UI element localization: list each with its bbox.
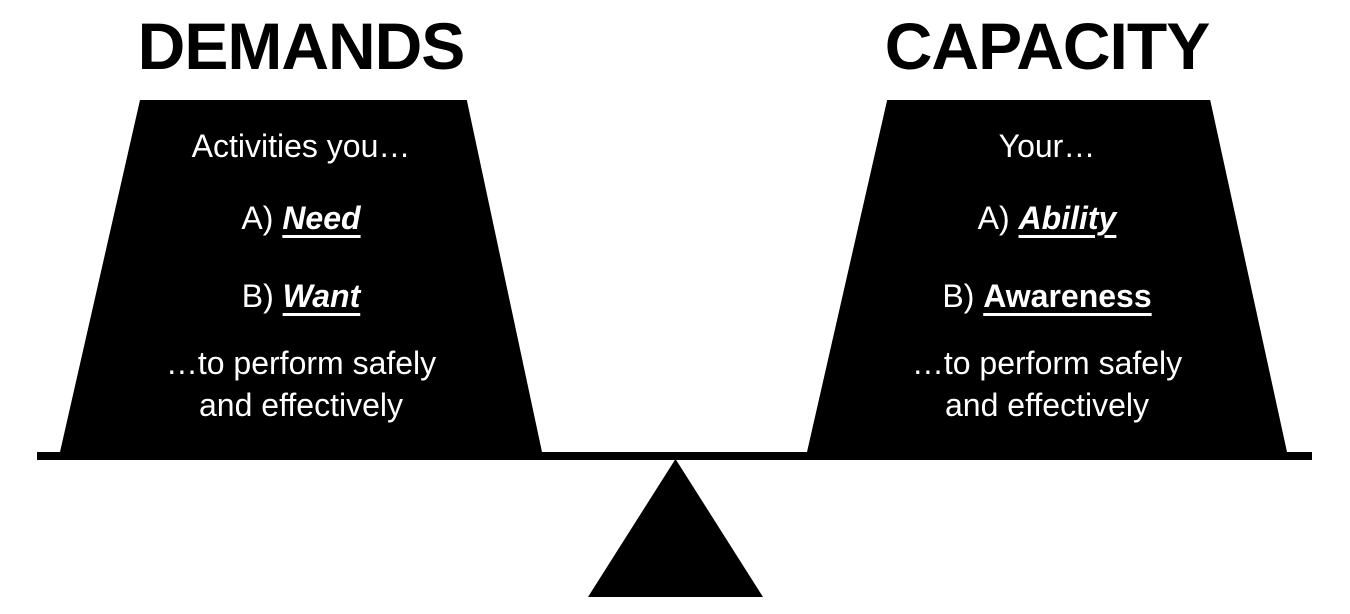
balance-beam [37, 452, 1312, 460]
item-prefix: A) [241, 200, 274, 236]
item-label: Ability [1018, 200, 1117, 236]
outro-line-2: and effectively [199, 387, 403, 423]
capacity-item-awareness: B) Awareness [807, 278, 1287, 314]
outro-line-1: …to perform safely [911, 345, 1183, 381]
outro-line-1: …to perform safely [165, 345, 437, 381]
fulcrum-triangle [588, 459, 763, 597]
capacity-title: CAPACITY [884, 9, 1210, 83]
item-prefix: A) [977, 200, 1010, 236]
item-prefix: B) [942, 278, 975, 314]
demands-item-want: B) Want [60, 278, 542, 314]
capacity-outro: …to perform safely and effectively [807, 342, 1287, 426]
demands-intro: Activities you… [191, 128, 411, 164]
item-prefix: B) [241, 278, 274, 314]
capacity-pan: Your… A) Ability B) Awareness …to perfor… [807, 100, 1287, 452]
demands-title: DEMANDS [137, 9, 466, 83]
item-label: Awareness [983, 278, 1152, 314]
demands-pan: Activities you… A) Need B) Want …to perf… [60, 100, 542, 452]
capacity-intro: Your… [998, 128, 1096, 164]
item-label: Need [282, 200, 361, 236]
capacity-item-ability: A) Ability [807, 200, 1287, 236]
demands-outro: …to perform safely and effectively [60, 342, 542, 426]
outro-line-2: and effectively [945, 387, 1149, 423]
demands-item-need: A) Need [60, 200, 542, 236]
item-label: Want [282, 278, 361, 314]
